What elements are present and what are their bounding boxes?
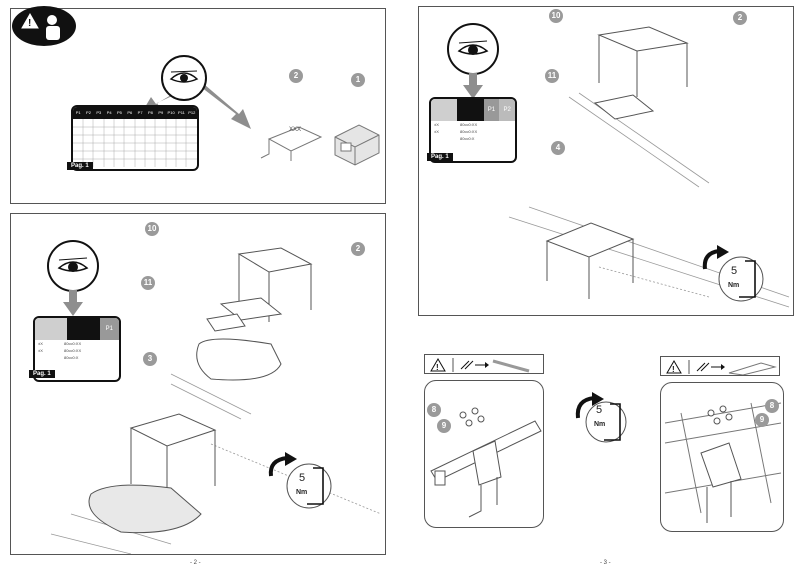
col-header: P8: [148, 110, 153, 115]
warning-icon: !: [430, 358, 530, 373]
col-header: P7: [137, 110, 143, 115]
table-row: 80cc0:X: [64, 355, 79, 360]
svg-text:!: !: [672, 365, 675, 374]
eye-icon: [47, 240, 99, 292]
table-row: 80cc0:X: [460, 136, 475, 141]
foot-part: [334, 124, 380, 166]
callout-3: 3: [143, 352, 157, 366]
step-image-right: 8 9: [660, 382, 784, 532]
torque-unit: Nm: [728, 282, 740, 289]
torque-value: 5: [596, 404, 603, 416]
warning-strip-right: !: [660, 356, 780, 376]
torque-unit: Nm: [594, 421, 606, 428]
page-tag: Pag. 1: [427, 153, 453, 161]
col-header: P6: [127, 110, 133, 115]
page-number-right: - 3 -: [600, 560, 611, 566]
callout-1: 1: [351, 73, 365, 87]
col-p2: P2: [499, 99, 515, 121]
torque-unit: Nm: [296, 489, 308, 496]
svg-text:!: !: [28, 18, 31, 29]
callout-9: 9: [437, 419, 451, 433]
callout-2: 2: [289, 69, 303, 83]
col-p1: P1: [99, 318, 119, 340]
bracket-part: [260, 126, 323, 161]
parts-table: P1 P2 P3 P4 P5 P6 P7 P8 P9 P10 P11 P12: [71, 105, 199, 171]
col-header: P5: [117, 110, 122, 115]
callout-2: 2: [733, 11, 747, 25]
callout-2: 2: [351, 242, 365, 256]
col-header: P10: [167, 110, 175, 115]
arrow-down-icon: [463, 73, 483, 99]
warning-badge: !: [12, 6, 76, 46]
svg-text:!: !: [436, 363, 439, 372]
warning-icon: !: [21, 12, 60, 40]
eye-icon: [447, 23, 499, 75]
torque-value: 5: [731, 265, 738, 277]
callout-8: 8: [427, 403, 441, 417]
col-header: P3: [96, 110, 102, 115]
page-number-left: - 2 -: [190, 560, 201, 566]
callout-10: 10: [145, 222, 159, 236]
table-grid: [73, 119, 197, 167]
rails-lines: [50, 247, 382, 554]
arrow-down-icon: [63, 290, 83, 316]
warning-icon: !: [666, 360, 777, 375]
step-image-left: 8 9: [424, 380, 544, 528]
page-tag: Pag. 1: [29, 370, 55, 378]
col-header: P2: [86, 110, 91, 115]
torque-value: 5: [299, 472, 306, 484]
col-header: P12: [188, 110, 196, 115]
eye-icon: [161, 55, 207, 101]
rails-lines: [508, 26, 790, 308]
callout-9: 9: [755, 413, 769, 427]
col-header: P1: [75, 110, 81, 115]
warning-strip-left: !: [424, 354, 544, 374]
callout-8: 8: [765, 399, 779, 413]
col-header: P9: [158, 110, 164, 115]
bracket-mark: XXX: [289, 127, 302, 133]
panel-step-select-table: P1 P2 P3 P4 P5 P6 P7 P8 P9 P10 P11 P12 P…: [10, 8, 386, 204]
callout-11: 11: [545, 69, 559, 83]
col-header: P11: [178, 110, 185, 115]
callout-11: 11: [141, 276, 155, 290]
col-header: P4: [106, 110, 112, 115]
col-p1: P1: [483, 99, 500, 121]
page-tag: Pag. 1: [67, 162, 93, 170]
callout-4: 4: [551, 141, 565, 155]
crossbar-foot-drawing: [430, 407, 542, 518]
torque-wrench-icon: [575, 392, 627, 443]
callout-10: 10: [549, 9, 563, 23]
